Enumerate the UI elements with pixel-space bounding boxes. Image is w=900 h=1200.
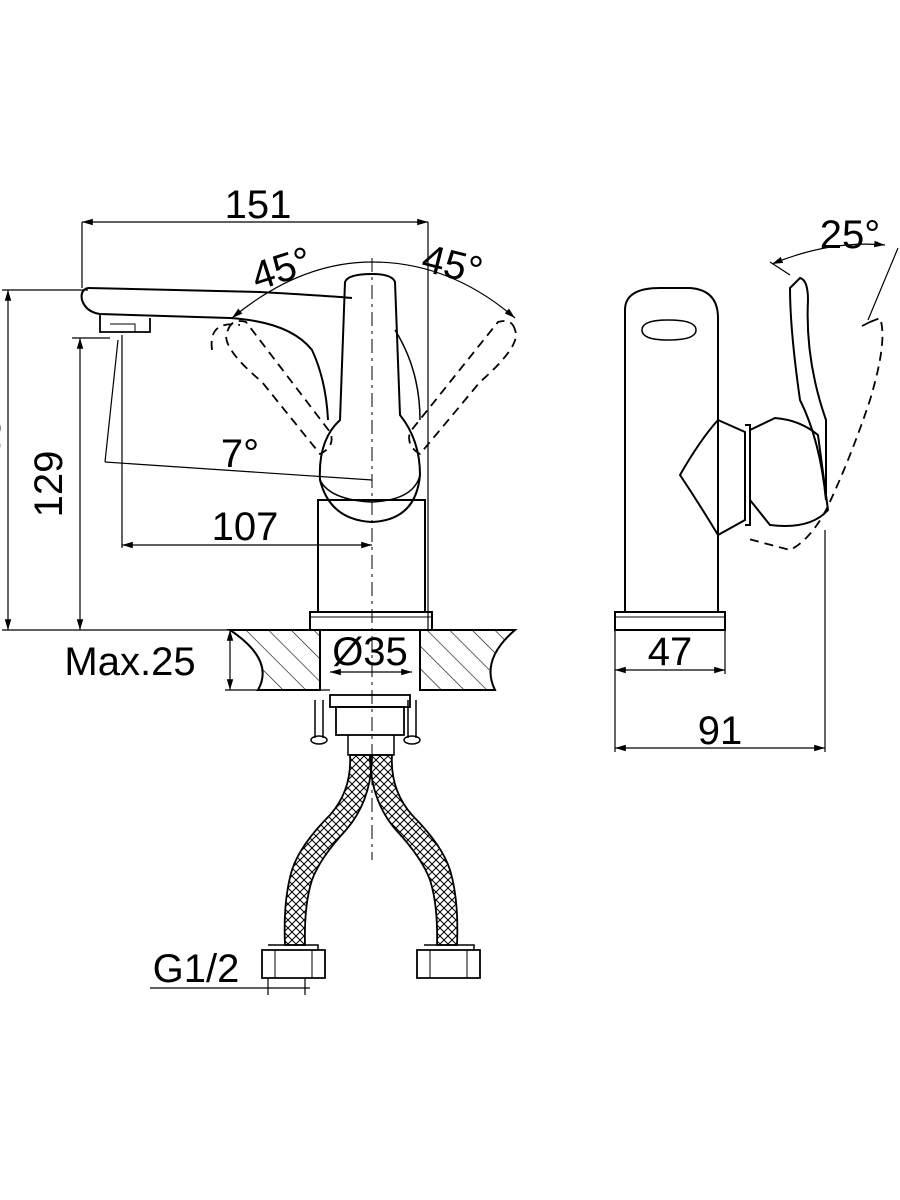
dim-width-total: 151 [225,183,292,227]
dim-lever-angle: 25° [820,213,881,257]
faucet-body [80,258,517,860]
countertop-section [226,629,518,691]
dim-deck-thickness: Max.25 [64,640,195,684]
dim-hole-diameter: Ø35 [332,630,408,674]
side-view [614,276,884,631]
dim-angle-left: 45° [246,239,317,300]
dim-spout-reach: 107 [212,505,279,549]
dim-connection: G1/2 [153,947,240,991]
dim-total-depth: 91 [698,709,743,753]
side-dimensions [614,240,899,752]
dim-spout-height: 129 [27,451,71,518]
dim-height-total: 145 [0,417,9,484]
dim-base-width: 47 [648,630,693,674]
flex-hoses [261,754,481,979]
front-view [80,258,518,979]
dim-spout-angle: 7° [221,432,259,476]
front-dimensions [2,218,516,995]
mounting-fitting [310,694,421,756]
